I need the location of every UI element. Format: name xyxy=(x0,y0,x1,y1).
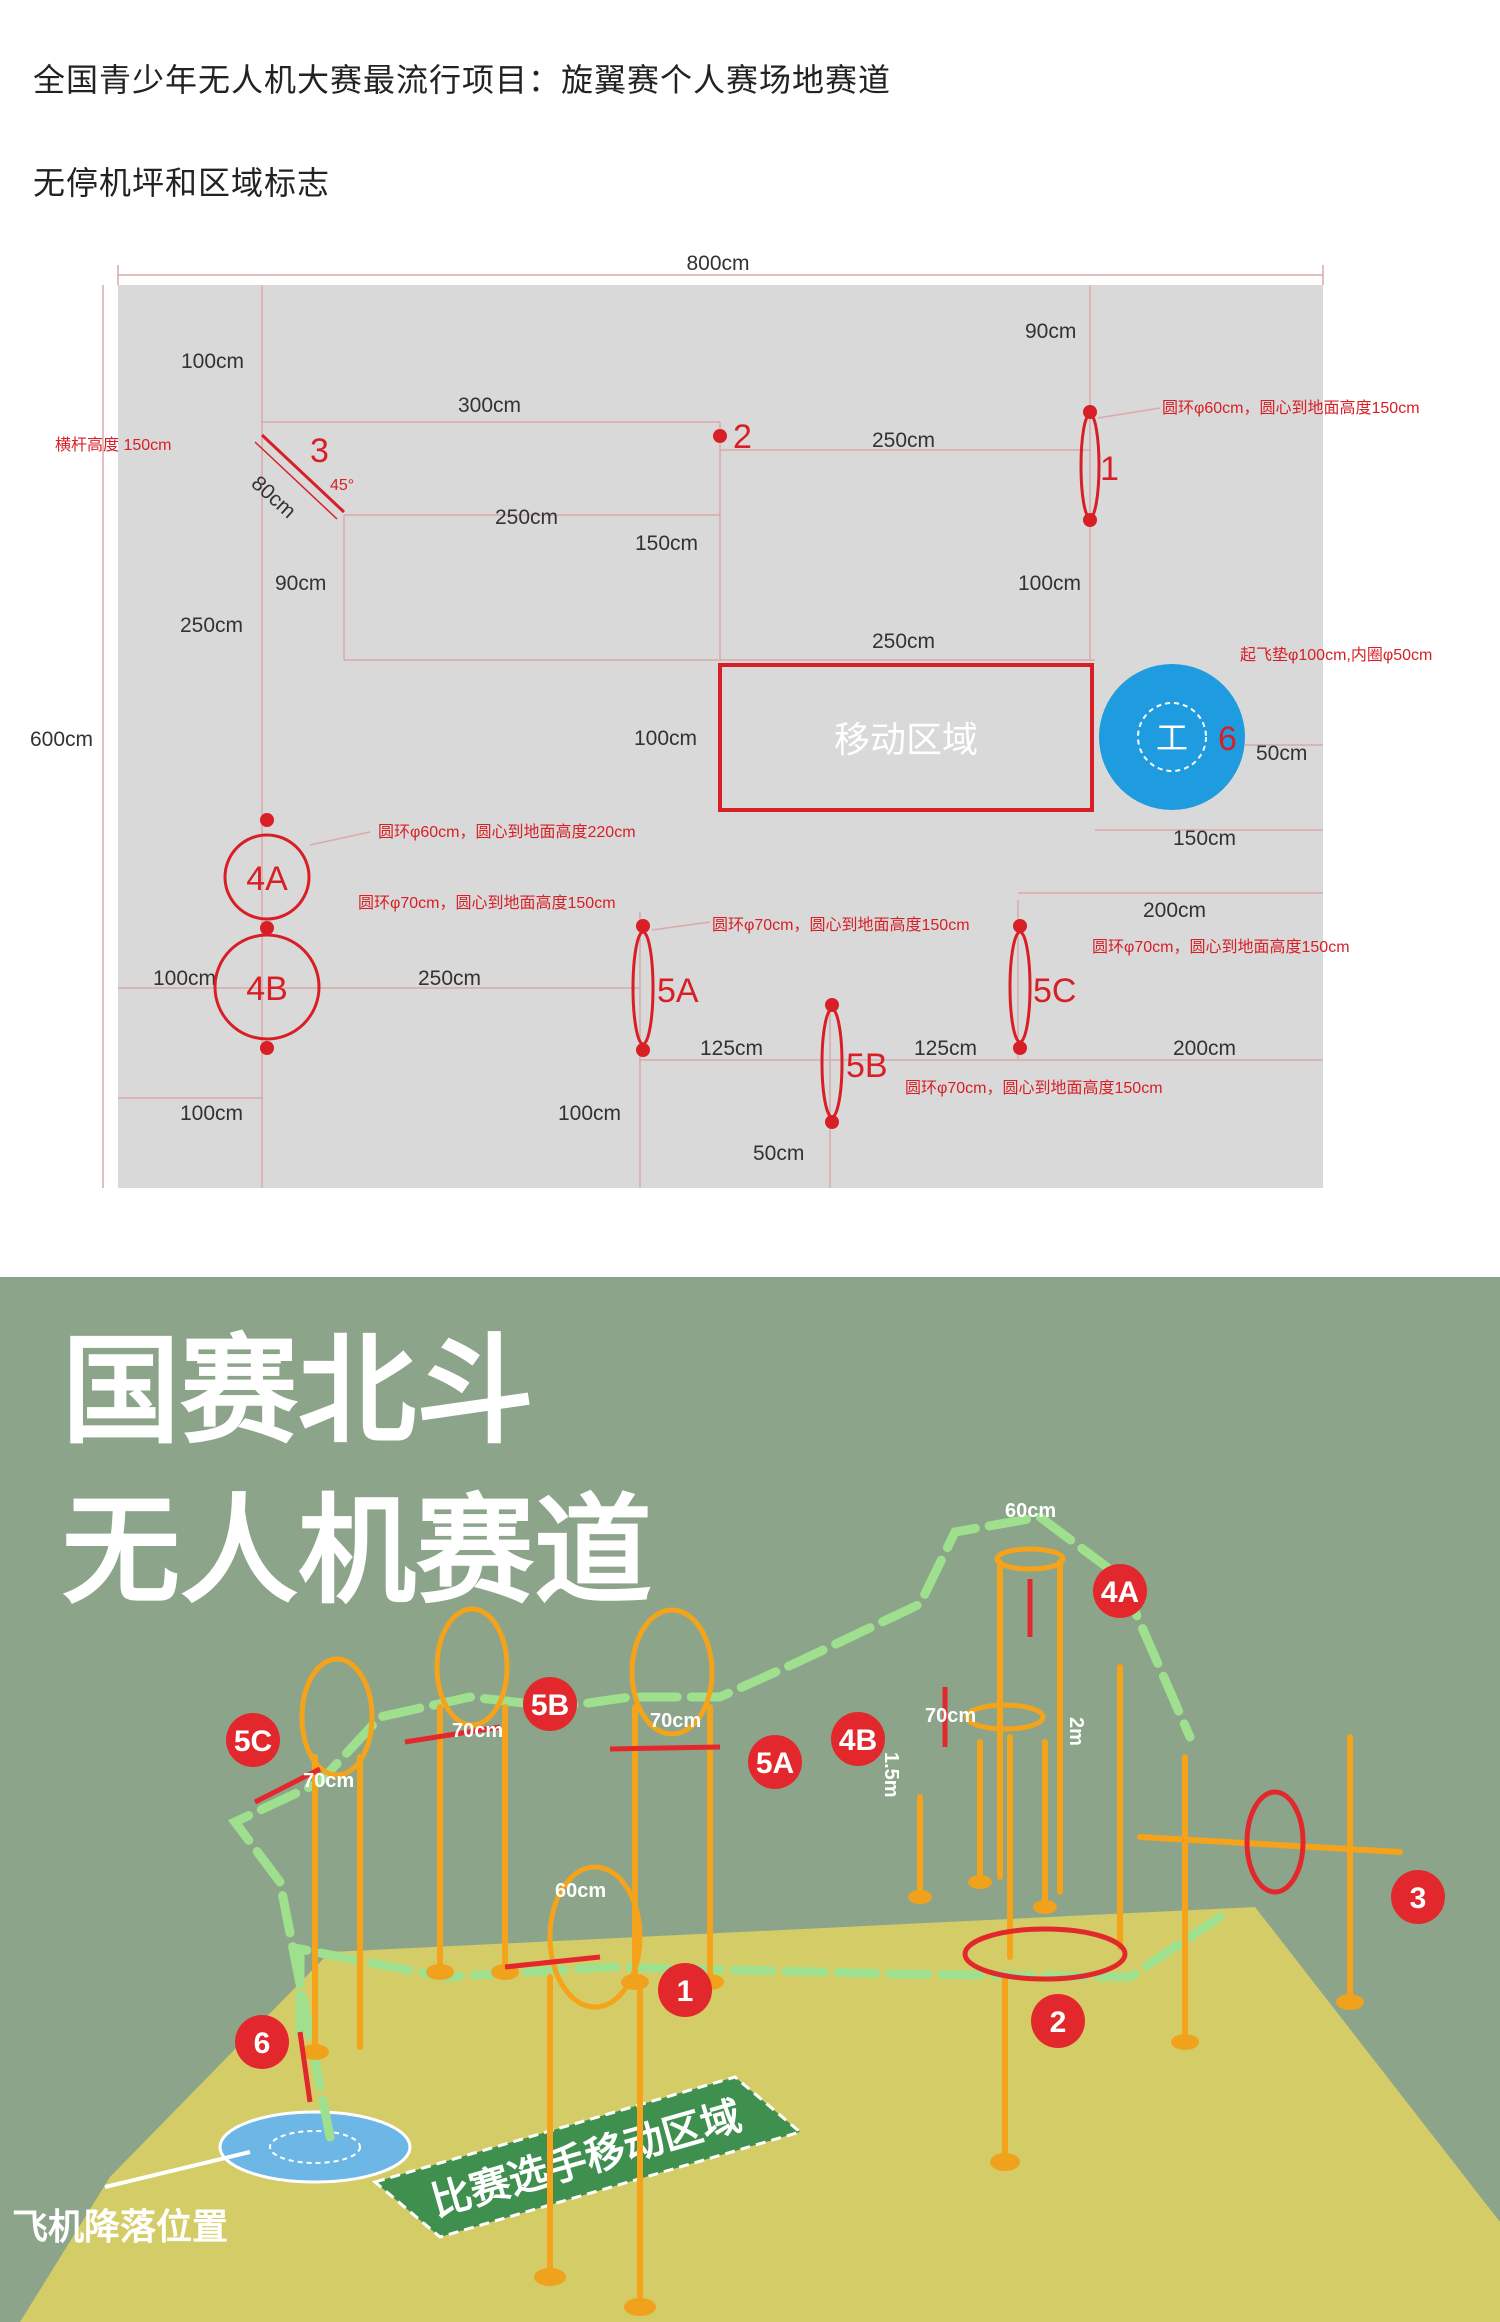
obstacle-5a-ring: 5A 圆环φ70cm，圆心到地面高度150cm xyxy=(631,916,970,1057)
obstacle-5c-ring: 5C 圆环φ70cm，圆心到地面高度150cm xyxy=(1008,919,1350,1055)
dim-250-d: 250cm xyxy=(418,967,481,990)
page-subtitle: 无停机坪和区域标志 xyxy=(33,165,331,201)
dim-250-left: 250cm xyxy=(180,614,243,637)
dim-90-top: 90cm xyxy=(1025,320,1076,343)
label-5a: 5A xyxy=(657,972,699,1010)
scene-marker-6: 6 xyxy=(235,2015,289,2069)
move-zone-label: 移动区域 xyxy=(834,719,978,760)
dim-150-b: 150cm xyxy=(1173,827,1236,850)
label-5c: 5C xyxy=(1033,972,1076,1010)
track-3d-scene: 国赛北斗 无人机赛道 比赛选手移动区域 飞机降落位置 xyxy=(0,1277,1500,2322)
label-4a: 4A xyxy=(246,860,288,898)
scene-dim-60b: 60cm xyxy=(555,1880,606,1902)
takeoff-pad-6: 工 6 起飞垫φ100cm,内圈φ50cm xyxy=(1099,646,1432,810)
scene-marker-5b: 5B xyxy=(523,1677,577,1731)
scene-dim-2m: 2m xyxy=(1065,1717,1087,1746)
scene-marker-4a: 4A xyxy=(1093,1564,1147,1618)
scene-title-2: 无人机赛道 xyxy=(62,1486,652,1618)
svg-text:6: 6 xyxy=(254,2027,271,2060)
obstacle-1-ring: 1 圆环φ60cm，圆心到地面高度150cm xyxy=(1079,399,1420,527)
dim-100-top: 100cm xyxy=(181,350,244,373)
track-floor-plan: 800cm 600cm 100cm 90cm 300cm 250cm 250cm… xyxy=(30,252,1432,1188)
scene-pole-bases xyxy=(301,1875,1364,2316)
dim-100-left: 100cm xyxy=(153,967,216,990)
scene-dim-1-5m: 1.5m xyxy=(880,1752,902,1798)
note-ring-4a: 圆环φ60cm，圆心到地面高度220cm xyxy=(378,823,636,841)
dim-150: 150cm xyxy=(635,532,698,555)
note-ring-5c: 圆环φ70cm，圆心到地面高度150cm xyxy=(1092,938,1350,956)
obstacle-2: 2 xyxy=(713,418,752,456)
scene-dim-70d: 70cm xyxy=(925,1705,976,1727)
scene-dim-70b: 70cm xyxy=(303,1770,354,1792)
obstacle-5b-ring: 5B 圆环φ70cm，圆心到地面高度150cm xyxy=(820,998,1163,1129)
scene-dim-70c: 70cm xyxy=(650,1710,701,1732)
scene-direction-arrows xyxy=(253,1579,1306,2103)
note-ring-5b: 圆环φ70cm，圆心到地面高度150cm xyxy=(905,1079,1163,1097)
dim-50: 50cm xyxy=(1256,742,1307,765)
obstacle-4a-ring: 4A 圆环φ60cm，圆心到地面高度220cm xyxy=(223,813,636,921)
dim-width: 800cm xyxy=(686,252,749,275)
scene-marker-4b: 4B xyxy=(831,1712,885,1766)
scene-dim-70a: 70cm xyxy=(452,1720,503,1742)
svg-text:5C: 5C xyxy=(234,1725,272,1758)
dim-100-mid: 100cm xyxy=(634,727,697,750)
svg-text:2: 2 xyxy=(1050,2006,1067,2039)
label-5b: 5B xyxy=(846,1047,888,1085)
dim-250-c: 250cm xyxy=(872,630,935,653)
dim-200-b: 200cm xyxy=(1173,1037,1236,1060)
svg-text:5A: 5A xyxy=(756,1747,794,1780)
pad-symbol: 工 xyxy=(1156,720,1188,756)
scene-marker-1: 1 xyxy=(658,1963,712,2017)
note-ring-4b: 圆环φ70cm，圆心到地面高度150cm xyxy=(358,894,616,912)
scene-marker-5a: 5A xyxy=(748,1735,802,1789)
move-zone: 移动区域 xyxy=(718,663,1094,812)
scene-landing-label: 飞机降落位置 xyxy=(12,2206,228,2247)
dim-100-bottom-left: 100cm xyxy=(180,1102,243,1125)
dim-250-a: 250cm xyxy=(872,429,935,452)
scene-marker-2: 2 xyxy=(1031,1994,1085,2048)
svg-text:5B: 5B xyxy=(531,1689,569,1722)
note-bar-height: 横杆高度 150cm xyxy=(55,436,171,454)
scene-flight-path-a xyxy=(228,1512,1195,2142)
label-4b: 4B xyxy=(246,970,288,1008)
dim-200-a: 200cm xyxy=(1143,899,1206,922)
label-6: 6 xyxy=(1218,720,1237,758)
scene-poles xyxy=(299,1546,1403,2305)
scene-dim-60a: 60cm xyxy=(1005,1500,1056,1522)
label-2: 2 xyxy=(733,418,752,456)
scene-markers: 1 2 3 4A 4B 5A 5B 5C 6 xyxy=(226,1564,1445,2069)
scene-marker-5c: 5C xyxy=(226,1713,280,1767)
svg-text:3: 3 xyxy=(1410,1882,1427,1915)
dim-100-bottom-mid: 100cm xyxy=(558,1102,621,1125)
note-ring-1: 圆环φ60cm，圆心到地面高度150cm xyxy=(1162,399,1420,417)
dim-300: 300cm xyxy=(458,394,521,417)
note-pad: 起飞垫φ100cm,内圈φ50cm xyxy=(1240,646,1432,664)
dim-height: 600cm xyxy=(30,728,93,751)
dim-100-right: 100cm xyxy=(1018,572,1081,595)
dim-125-a: 125cm xyxy=(700,1037,763,1060)
svg-text:4B: 4B xyxy=(839,1724,877,1757)
dim-250-b: 250cm xyxy=(495,506,558,529)
scene-dims: 60cm 60cm 70cm 70cm 70cm 70cm 2m 1.5m xyxy=(303,1500,1087,1902)
angle-45: 45° xyxy=(330,477,354,494)
note-ring-5a: 圆环φ70cm，圆心到地面高度150cm xyxy=(712,916,970,934)
label-3: 3 xyxy=(310,432,329,470)
page-title: 全国青少年无人机大赛最流行项目：旋翼赛个人赛场地赛道 xyxy=(33,62,892,98)
dim-50-bottom: 50cm xyxy=(753,1142,804,1165)
dim-90: 90cm xyxy=(275,572,326,595)
scene-landing-pad: 飞机降落位置 xyxy=(12,2110,412,2247)
svg-text:4A: 4A xyxy=(1101,1576,1139,1609)
svg-text:1: 1 xyxy=(677,1975,694,2008)
obstacle-4b-ring: 4B 圆环φ70cm，圆心到地面高度150cm xyxy=(213,894,616,1055)
scene-title-1: 国赛北斗 xyxy=(62,1326,534,1458)
scene-marker-3: 3 xyxy=(1391,1870,1445,1924)
label-1: 1 xyxy=(1100,450,1119,488)
scene-flight-path-b xyxy=(295,1912,1225,2037)
dim-125-b: 125cm xyxy=(914,1037,977,1060)
